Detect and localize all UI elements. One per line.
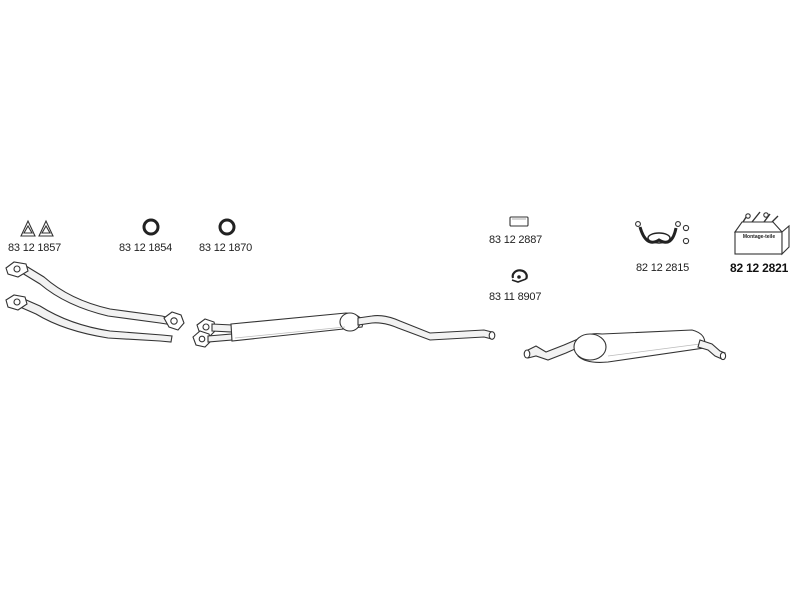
pipe-clamp-icon[interactable] — [511, 269, 528, 283]
middle-silencer[interactable] — [230, 312, 364, 342]
front-pipe-upper[interactable] — [5, 261, 175, 326]
rear-silencer[interactable] — [573, 329, 706, 363]
part-number-label: 83 12 1870 — [199, 242, 253, 254]
front-pipe-lower[interactable] — [5, 294, 173, 343]
part-number-label: 83 12 1854 — [119, 242, 173, 254]
mounting-kit-box-icon[interactable] — [733, 211, 790, 256]
ring-gasket-icon[interactable] — [218, 218, 236, 236]
part-number-label: 83 11 8907 — [489, 291, 542, 303]
part-number-label: 82 12 2821 — [730, 261, 789, 275]
part-number-label: 83 12 1857 — [8, 242, 62, 254]
center-y-pipe[interactable] — [192, 318, 233, 348]
middle-tail-pipe[interactable] — [357, 315, 496, 341]
front-pipe-flange[interactable] — [163, 311, 185, 331]
ring-gasket-icon[interactable] — [142, 218, 160, 236]
triangle-gaskets-icon[interactable] — [20, 219, 54, 237]
rubber-hanger-icon[interactable] — [635, 221, 690, 245]
kit-box-label: Montage-teile — [742, 234, 776, 240]
part-number-label: 82 12 2815 — [636, 262, 690, 274]
pipe-connector-icon[interactable] — [509, 216, 529, 227]
part-number-label: 83 12 2887 — [489, 234, 543, 246]
rear-tail-pipe[interactable] — [697, 339, 727, 361]
